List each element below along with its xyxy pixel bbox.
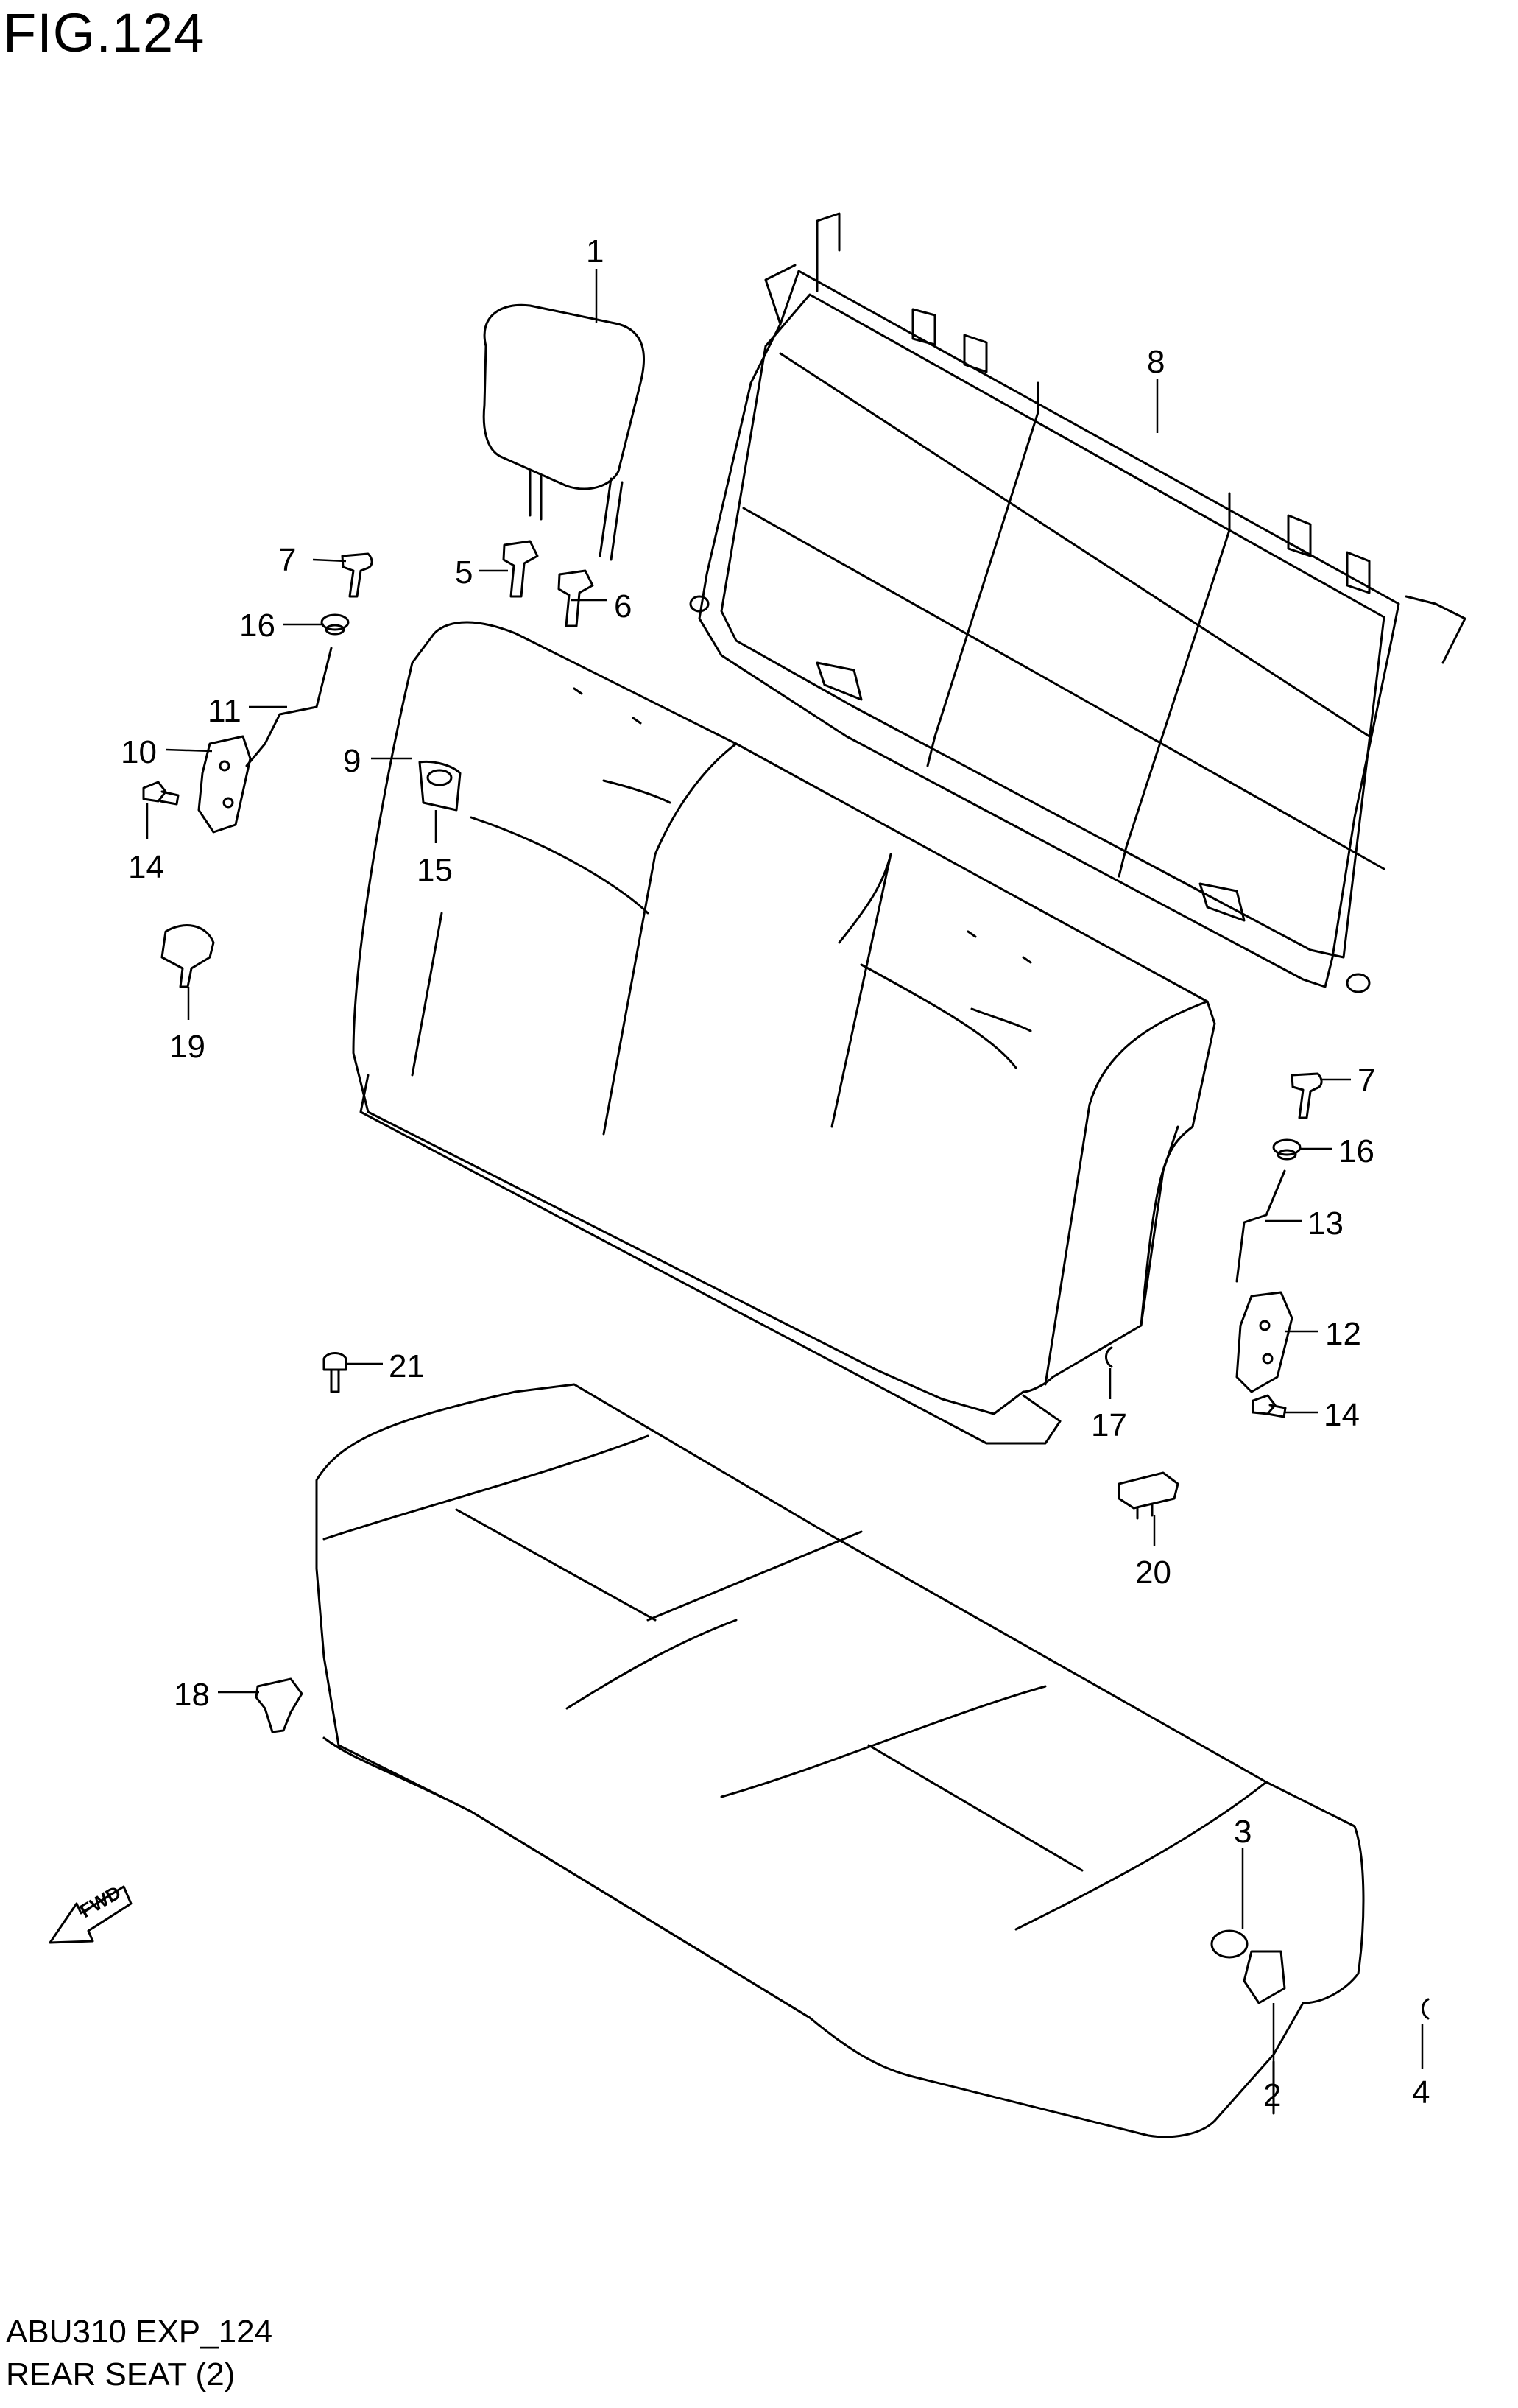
callout-18: 18 <box>174 1677 210 1713</box>
callout-16-left: 16 <box>239 608 275 644</box>
callout-15: 15 <box>417 852 453 888</box>
callout-7-right: 7 <box>1358 1063 1375 1099</box>
fwd-arrow-icon: FWD <box>49 1881 133 1944</box>
callout-7-left: 7 <box>278 542 296 578</box>
bolt-14-left[interactable] <box>142 781 180 806</box>
callout-10: 10 <box>121 734 157 770</box>
cover-19[interactable] <box>160 924 215 988</box>
callout-5: 5 <box>455 555 473 591</box>
figure-title: FIG.124 <box>3 2 205 63</box>
callout-1: 1 <box>586 233 604 270</box>
seatback-lock-left[interactable] <box>197 735 252 834</box>
section-name: REAR SEAT (2) <box>6 2356 236 2393</box>
bolt-21[interactable] <box>322 1352 347 1393</box>
callout-14-left: 14 <box>128 849 164 885</box>
clip-4[interactable] <box>1422 1998 1430 2020</box>
knob-7-right[interactable] <box>1291 1072 1323 1119</box>
grommet-16-right[interactable] <box>1272 1138 1302 1161</box>
seat-cushion[interactable] <box>315 1383 1365 2138</box>
callout-8: 8 <box>1147 344 1165 380</box>
callout-21: 21 <box>389 1348 425 1384</box>
clip-5[interactable] <box>502 540 539 598</box>
callouts: 1 8 7 5 6 16 11 10 9 15 14 19 7 16 13 12… <box>121 233 1430 2113</box>
seatback-lock-right[interactable] <box>1235 1291 1293 1393</box>
callout-4: 4 <box>1412 2074 1430 2110</box>
callout-9: 9 <box>343 743 361 779</box>
bolt-14-right[interactable] <box>1252 1394 1287 1418</box>
callout-16-right: 16 <box>1338 1133 1374 1169</box>
clip-6[interactable] <box>557 569 594 627</box>
callout-20: 20 <box>1135 1555 1171 1591</box>
callout-6: 6 <box>614 588 632 624</box>
leader-lines <box>146 269 1424 2069</box>
lock-cable-right[interactable] <box>1235 1169 1286 1283</box>
callout-3: 3 <box>1234 1814 1252 1850</box>
headrest[interactable] <box>482 303 646 561</box>
callout-19: 19 <box>169 1029 205 1065</box>
lock-cable-left[interactable] <box>245 647 333 767</box>
callout-2: 2 <box>1263 2077 1281 2113</box>
callout-11: 11 <box>208 693 241 729</box>
grommet-16-left[interactable] <box>320 613 350 636</box>
callout-17: 17 <box>1091 1407 1127 1443</box>
model-code: ABU310 EXP_124 <box>6 2314 273 2350</box>
knob-7-left[interactable] <box>341 552 373 598</box>
seatback-cushion[interactable] <box>352 621 1216 1445</box>
cover-20[interactable] <box>1118 1471 1179 1520</box>
clip-18[interactable] <box>255 1677 303 1733</box>
headrest-guide[interactable] <box>418 760 462 812</box>
callout-12: 12 <box>1325 1316 1361 1352</box>
callout-13: 13 <box>1307 1205 1344 1242</box>
callout-14-right: 14 <box>1324 1397 1360 1433</box>
clip-17[interactable] <box>1105 1346 1113 1368</box>
seatback-frame[interactable] <box>689 212 1466 993</box>
